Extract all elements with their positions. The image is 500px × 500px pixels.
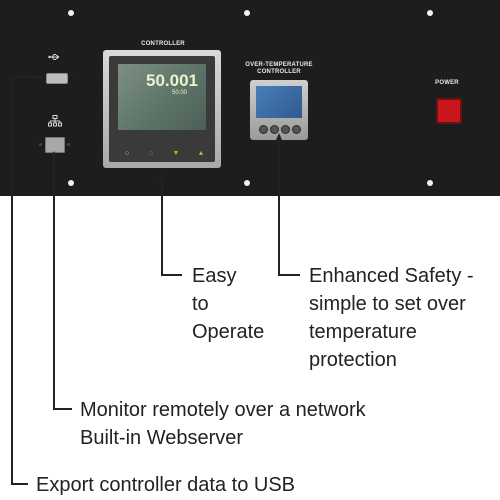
ot-controller-title-line1: OVER-TEMPERATURE: [245, 62, 313, 68]
controller-display-sub: 50.00: [172, 90, 188, 96]
panel-screw: [244, 10, 250, 16]
panel-screw: [68, 180, 74, 186]
usb-led: [73, 76, 76, 79]
panel-screw: [427, 180, 433, 186]
callout-line: protection: [309, 349, 397, 371]
callout-line: Operate: [192, 321, 265, 343]
controller-scroll-button[interactable]: ◌: [148, 150, 154, 157]
callout-line: Monitor remotely over a network: [80, 399, 366, 421]
callout-line: Enhanced Safety -: [309, 265, 474, 287]
arrow-easy: [159, 173, 165, 180]
ethernet-icon: [48, 114, 62, 132]
arrow-usb: [38, 74, 44, 80]
leader-easy: [161, 175, 182, 276]
arrow-network: [51, 151, 57, 158]
controller-display-value: 50.001: [146, 71, 198, 90]
callout-line: to: [192, 293, 209, 315]
ot-controller-key[interactable]: [270, 125, 279, 134]
leader-network: [53, 153, 72, 410]
power-button[interactable]: [436, 98, 462, 124]
leader-usb: [11, 76, 44, 485]
controller-screen: [118, 64, 206, 130]
callout-line: temperature: [309, 321, 417, 343]
power-label: POWER: [435, 80, 459, 86]
arrow-safety: [276, 133, 282, 140]
callout-network: Monitor remotely over a network Built-in…: [80, 396, 366, 452]
panel-screw: [68, 10, 74, 16]
controller-down-button[interactable]: ▼: [172, 150, 180, 157]
ethernet-led: [39, 143, 42, 146]
controller-title: CONTROLLER: [141, 41, 185, 47]
callout-line: simple to set over: [309, 293, 466, 315]
callout-line: Easy: [192, 265, 237, 287]
ot-controller-screen: [256, 86, 302, 118]
panel-screw: [244, 180, 250, 186]
ethernet-led: [67, 143, 70, 146]
usb-icon: [48, 53, 62, 63]
ethernet-port[interactable]: [45, 137, 65, 153]
callout-line: Built-in Webserver: [80, 427, 244, 449]
callout-easy-to-operate: Easy to Operate: [192, 262, 264, 346]
ot-controller-key[interactable]: [292, 125, 301, 134]
leader-safety: [278, 135, 300, 276]
ot-controller-key[interactable]: [259, 125, 268, 134]
controller-up-button[interactable]: ▲: [197, 150, 205, 157]
callout-enhanced-safety: Enhanced Safety - simple to set over tem…: [309, 262, 474, 374]
panel-screw: [427, 10, 433, 16]
usb-port[interactable]: [46, 73, 68, 84]
ot-controller-title-line2: CONTROLLER: [257, 69, 301, 75]
callout-line: Export controller data to USB: [36, 474, 296, 496]
controller-page-button[interactable]: ○: [124, 150, 130, 157]
ot-controller-key[interactable]: [281, 125, 290, 134]
callout-usb-export: Export controller data to USB: [36, 471, 295, 499]
